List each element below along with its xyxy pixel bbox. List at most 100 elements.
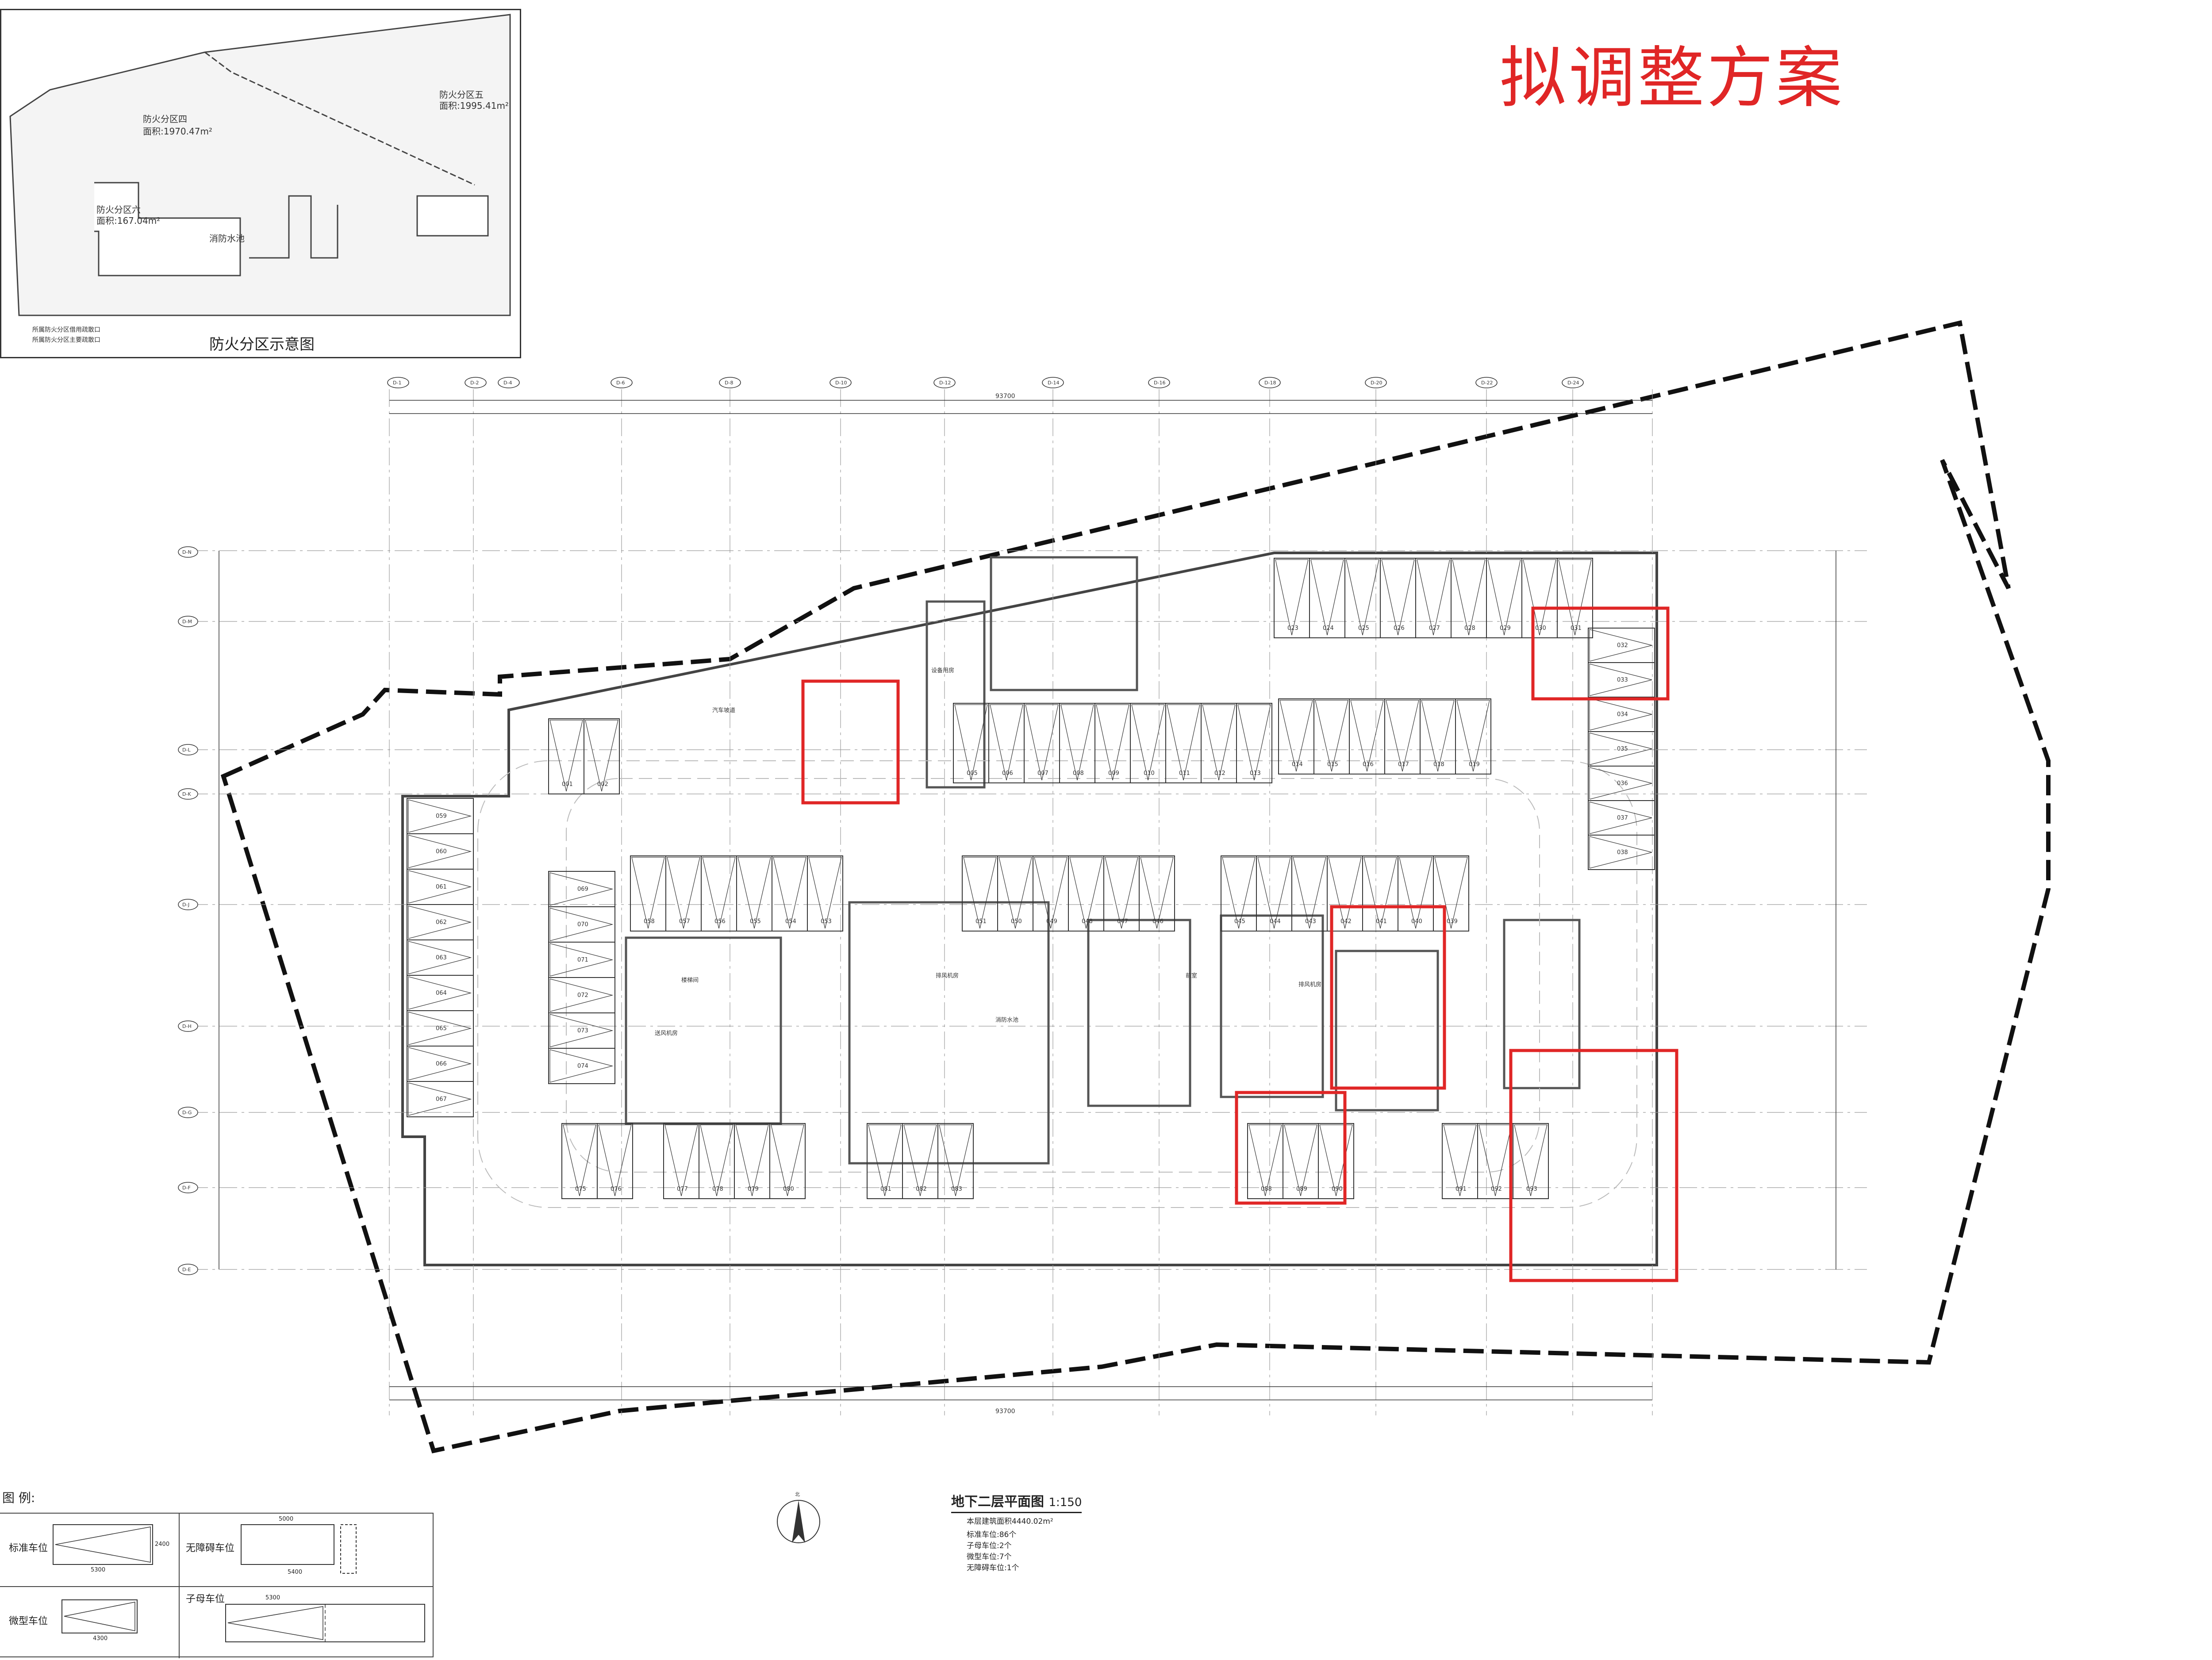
parking-spot-number: 005 (967, 770, 978, 777)
axis-bubble: D-8 (719, 377, 741, 388)
parking-spot: 079 (734, 1123, 770, 1199)
svg-text:D-16: D-16 (1154, 380, 1165, 386)
parking-spot-number: 069 (577, 886, 588, 893)
svg-text:D-H: D-H (182, 1024, 192, 1029)
fire-zone-inset: 防火分区四 面积:1970.47m² 防火分区五 面积:1995.41m² 防火… (0, 9, 521, 358)
parking-spot-number: 046 (1152, 918, 1164, 925)
parking-spot: 041 (1362, 855, 1398, 932)
stat-accessible: 无障碍车位:1个 (967, 1564, 1019, 1572)
parking-spot-number: 079 (748, 1186, 759, 1192)
parking-spot: 015 (1313, 698, 1350, 774)
parking-spot: 007 (1024, 703, 1060, 783)
legend-micro-label: 微型车位 (9, 1616, 48, 1627)
parking-spot: 013 (1236, 703, 1272, 783)
parking-spot-number: 062 (436, 919, 447, 926)
north-arrow: 北 (777, 1491, 820, 1543)
inset-title: 防火分区示意图 (209, 336, 315, 353)
parking-spot-number: 091 (1455, 1186, 1467, 1192)
svg-text:D-E: D-E (182, 1267, 191, 1273)
parking-spot: 019 (1455, 698, 1491, 774)
svg-text:D-18: D-18 (1264, 380, 1276, 386)
parking-spot-number: 059 (436, 813, 447, 820)
parking-spot-number: 001 (562, 781, 573, 788)
axis-bubble: D-F (178, 1182, 198, 1193)
parking-spot-number: 018 (1433, 761, 1444, 768)
site-boundary (220, 320, 2051, 1453)
highlight-box-032 (1531, 606, 1670, 701)
parking-spot-number: 016 (1363, 761, 1374, 768)
svg-text:D-4: D-4 (503, 380, 512, 386)
parking-spot-number: 010 (1144, 770, 1155, 777)
parking-spot: 036 (1588, 766, 1655, 801)
parking-spot: 006 (988, 703, 1025, 783)
highlight-box-stair (1330, 905, 1446, 1090)
parking-spot-number: 023 (1287, 625, 1298, 632)
zone4-area: 面积:1970.47m² (143, 126, 212, 137)
parking-spot-number: 017 (1398, 761, 1409, 768)
axis-bubble: D-18 (1259, 377, 1281, 388)
legend-box: 标准车位 5300 2400 无障碍车位 5000 5400 微型车位 4300… (0, 1513, 434, 1658)
parking-spot: 024 (1309, 558, 1345, 638)
parking-spot-number: 057 (679, 918, 690, 925)
proposal-headline: 拟调整方案 (1500, 40, 1845, 117)
axis-bubble: D-N (178, 546, 198, 558)
parking-spot-number: 070 (577, 921, 588, 928)
parking-spot: 083 (937, 1123, 974, 1199)
legend-tandem-label: 子母车位 (186, 1594, 225, 1605)
highlight-box-088 (1235, 1091, 1347, 1205)
building-outline (401, 552, 1658, 1266)
zone6-area: 面积:167.04m² (96, 215, 161, 226)
parking-spot-number: 065 (436, 1025, 447, 1032)
svg-text:D-1: D-1 (393, 380, 401, 386)
parking-spot: 032 (1588, 628, 1655, 663)
parking-spot-number: 082 (916, 1186, 927, 1192)
parking-spot-number: 072 (577, 992, 588, 999)
axis-bubble: D-20 (1365, 377, 1387, 388)
parking-spot-number: 042 (1340, 918, 1352, 925)
parking-spot: 065 (407, 1010, 474, 1047)
legend-accessible-dim: 5000 (279, 1516, 294, 1522)
stat-micro: 微型车位:7个 (967, 1553, 1012, 1561)
svg-text:D-L: D-L (182, 747, 191, 753)
parking-spot: 092 (1477, 1123, 1513, 1199)
parking-spot-number: 008 (1073, 770, 1084, 777)
parking-spot: 093 (1513, 1123, 1549, 1199)
parking-spot-number: 019 (1469, 761, 1480, 768)
svg-text:D-10: D-10 (835, 380, 847, 386)
parking-spot: 069 (548, 871, 615, 907)
parking-spot: 055 (736, 855, 772, 932)
parking-spot: 012 (1201, 703, 1237, 783)
parking-spot: 061 (407, 869, 474, 905)
plan-scale: 1:150 (1048, 1496, 1082, 1509)
parking-spot-number: 025 (1358, 625, 1369, 632)
parking-spot: 054 (772, 855, 808, 932)
room-label: 楼梯间 (681, 977, 699, 984)
svg-text:D-6: D-6 (616, 380, 625, 386)
parking-spot-number: 036 (1617, 780, 1628, 787)
parking-spot-number: 048 (1082, 918, 1093, 925)
parking-spot-number: 015 (1327, 761, 1338, 768)
parking-spot-number: 077 (677, 1186, 688, 1192)
axis-bubble: D-E (178, 1264, 198, 1275)
parking-spot-number: 092 (1491, 1186, 1502, 1192)
parking-spot-number: 083 (951, 1186, 962, 1192)
stat-tandem: 子母车位:2个 (967, 1541, 1012, 1550)
parking-spot-number: 014 (1292, 761, 1303, 768)
parking-spot-number: 051 (975, 918, 987, 925)
plan-title: 地下二层平面图 1:150 (951, 1491, 1082, 1513)
parking-spot-number: 027 (1429, 625, 1440, 632)
parking-spot-number: 026 (1394, 625, 1405, 632)
zone6-name: 防火分区六 (96, 204, 141, 215)
parking-spot: 072 (548, 977, 615, 1013)
axis-bubble: D-24 (1562, 377, 1584, 388)
axis-bubble: D-16 (1148, 377, 1170, 388)
parking-spot-number: 093 (1526, 1186, 1537, 1192)
parking-spot-number: 037 (1617, 815, 1628, 821)
zone5-area: 面积:1995.41m² (439, 100, 509, 111)
parking-spot-number: 071 (577, 957, 588, 963)
drive-aisles (477, 760, 1637, 1208)
axis-bubble: D-M (178, 616, 198, 627)
parking-spot: 074 (548, 1048, 615, 1084)
parking-spot: 045 (1221, 855, 1257, 932)
